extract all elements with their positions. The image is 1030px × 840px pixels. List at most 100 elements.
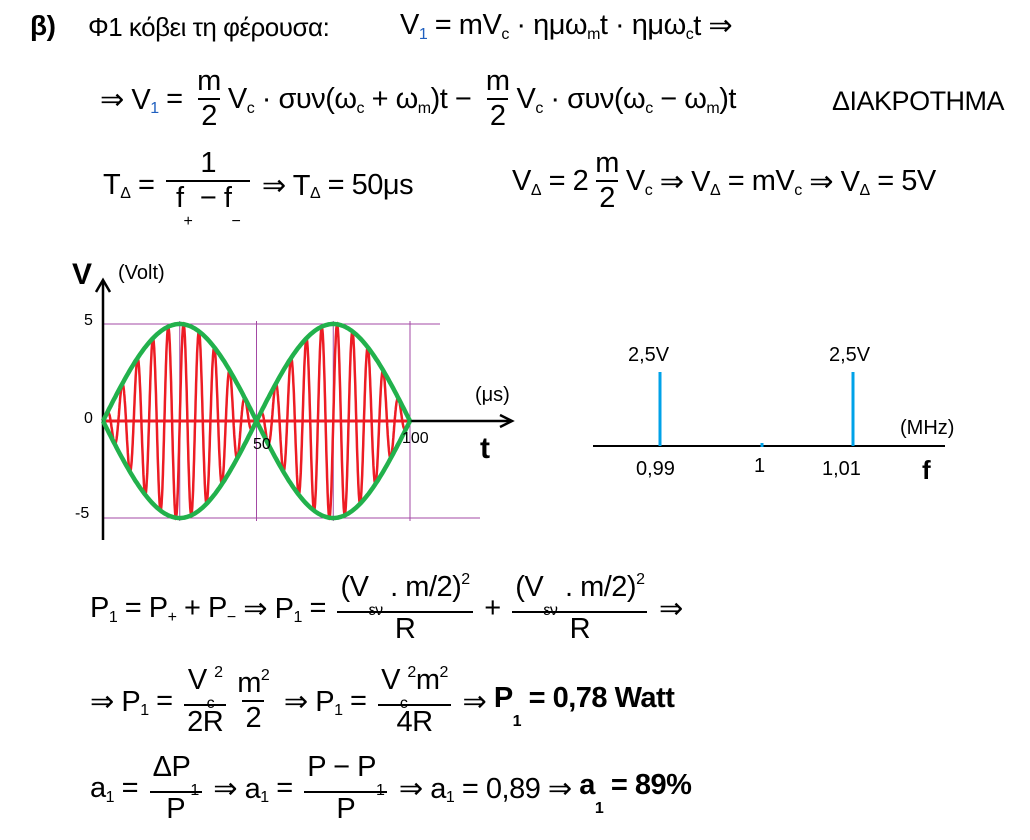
denominator: R <box>337 610 473 646</box>
eq-sub: c <box>685 25 694 43</box>
numerator: m <box>595 147 619 179</box>
eq-sub: Δ <box>710 181 721 199</box>
x-tick-label: 100 <box>402 430 429 447</box>
eq-text: · συν(ω <box>254 83 357 116</box>
eq-text: + <box>476 592 509 625</box>
eq-text: V <box>516 83 536 116</box>
eq-text: ⇒ V <box>801 166 860 199</box>
eq-sub: 1 <box>418 25 428 43</box>
efficiency-result: a1 = 89% <box>579 769 692 817</box>
y-tick-label: 0 <box>84 410 93 427</box>
eq-sub: Δ <box>309 185 321 203</box>
numerator: P − P1 <box>304 751 387 799</box>
eq-sub: c <box>399 695 408 712</box>
eq-text: (V <box>340 571 369 603</box>
eq-text: V <box>400 9 419 41</box>
eq-text: ⇒ P <box>235 593 294 626</box>
numerator: m <box>485 65 510 97</box>
eq-text: a <box>90 772 106 805</box>
eq-sup: 2 <box>214 664 223 681</box>
eq-text: ⇒ P <box>276 686 335 719</box>
eq-sub: c <box>644 181 653 199</box>
eq-text: = <box>114 772 146 805</box>
numerator: 1 <box>200 147 216 179</box>
denominator: 2 <box>596 179 618 215</box>
eq-text: + ω <box>364 83 419 116</box>
power-result: P1 = 0,78 Watt <box>493 681 675 730</box>
denominator: 4R <box>378 703 451 739</box>
eq-text: V <box>381 664 400 696</box>
eq-sub: Δ <box>530 181 542 199</box>
eq-text: V <box>512 165 531 198</box>
x-tick-label: 50 <box>253 436 271 453</box>
x-axis-label: t <box>480 432 490 465</box>
freq-axis-unit: (MHz) <box>900 417 955 439</box>
eq-text: ⇒ a <box>391 773 446 806</box>
numerator: ΔP1 <box>150 751 202 799</box>
numerator: Vc2m2 <box>378 664 451 712</box>
freq-tick-label: 1 <box>754 455 766 477</box>
eq-sub: 1 <box>105 788 115 806</box>
eq-sup: 2 <box>636 571 645 588</box>
eq-text: = <box>130 168 162 201</box>
eq-text: = <box>148 685 181 718</box>
eq-text: ⇒ a <box>205 773 261 806</box>
intro-text: Φ1 κόβει τη φέρουσα: <box>88 12 330 42</box>
eq-sub: c <box>645 99 653 117</box>
eq-sub: εν <box>543 602 558 619</box>
eq-sub: + <box>167 608 177 626</box>
eq-sub: m <box>417 99 431 117</box>
numerator: (Vεν . m/2)2 <box>337 571 472 619</box>
eq-sub: 1 <box>190 782 199 799</box>
eq-sup: 2 <box>407 664 416 681</box>
eq-text: = <box>268 772 301 805</box>
numerator: Vc2 <box>185 664 226 712</box>
y-tick-label: -5 <box>75 505 90 522</box>
eq-text: − f <box>192 181 232 214</box>
eq-text: V <box>227 83 247 116</box>
eq-text: P <box>493 681 513 714</box>
eq-sub: Δ <box>120 185 131 203</box>
denominator: f+ − f− <box>165 179 251 230</box>
eq-sub: − <box>231 212 241 230</box>
part-label: β) <box>30 10 56 41</box>
eq-text: . m/2) <box>557 571 637 603</box>
eq-sub: c <box>246 99 255 117</box>
eq-sub: 1 <box>375 782 385 799</box>
y-tick-label: 5 <box>84 312 93 329</box>
denominator: 2 <box>198 97 220 133</box>
eq-text: . m/2) <box>382 571 462 603</box>
eq-sub: 1 <box>445 788 455 806</box>
eq-text: = 50μs <box>320 168 414 201</box>
denominator: 2R <box>184 703 227 739</box>
freq-axis-label: f <box>922 455 931 485</box>
eq-text: T <box>103 168 121 201</box>
eq-sub: 1 <box>334 701 343 719</box>
eq-sub: 1 <box>260 788 269 806</box>
eq-sub: c <box>501 25 509 43</box>
eq-text: ⇒ P <box>90 686 141 719</box>
y-axis-arrow <box>94 277 112 293</box>
eq-sub: m <box>587 25 600 43</box>
eq-text: = <box>158 83 191 116</box>
eq-sup: 2 <box>439 664 448 681</box>
eq-text: = <box>301 592 334 625</box>
eq-text: ⇒ T <box>254 169 311 202</box>
eq-text: = 0,78 Watt <box>521 681 675 714</box>
eq-text: = mV <box>427 9 502 41</box>
beat-label: ΔΙΑΚΡΟΤΗΜΑ <box>832 86 1005 116</box>
eq-text: = mV <box>720 165 795 198</box>
spectrum-label-lower: 2,5V <box>628 344 670 366</box>
